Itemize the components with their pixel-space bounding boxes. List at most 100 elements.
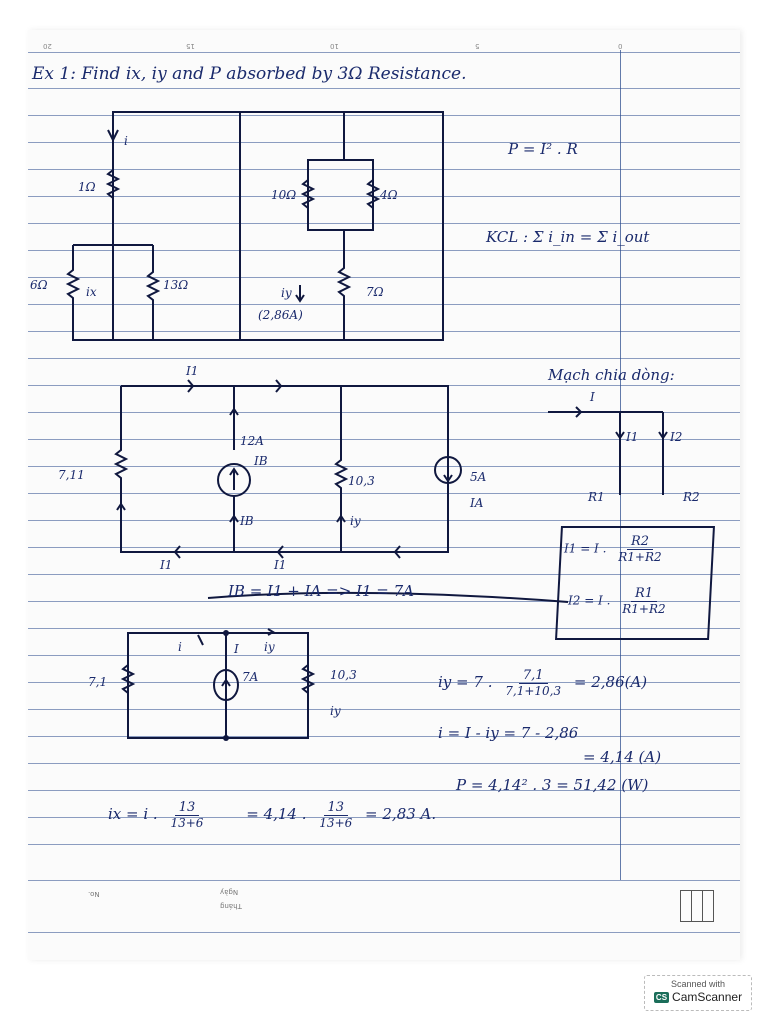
fraction-num: 7,1 (518, 668, 548, 684)
fraction-den: R1+R2 (622, 602, 666, 616)
page-footer: No. Ngày Tháng (28, 880, 740, 932)
solution-ix-mid: = 4,14 . (246, 805, 307, 823)
label-R1: R1 (588, 490, 605, 504)
label-10-3-c3: 10,3 (330, 668, 357, 682)
fraction: R2 R1+R2 (614, 534, 665, 564)
watermark-line1: Scanned with (670, 979, 726, 989)
camscanner-logo-icon: CS (653, 991, 670, 1003)
fraction-num: 13 (174, 800, 200, 816)
ruled-line (28, 817, 740, 818)
label-7ohm: 7Ω (366, 285, 384, 299)
fraction-num: 13 (323, 800, 349, 816)
ruled-line (28, 709, 740, 710)
watermark-brand: CamScanner (672, 990, 743, 1004)
ruled-line (28, 439, 740, 440)
exercise-title: Ex 1: Find ix, iy and P absorbed by 3Ω R… (32, 64, 467, 84)
label-6ohm: 6Ω (30, 278, 48, 292)
watermark-line2: CS CamScanner (645, 990, 751, 1004)
ruled-line (28, 628, 740, 629)
label-7A: 7A (242, 670, 259, 684)
label-13ohm: 13Ω (163, 278, 189, 292)
ruled-line (28, 115, 740, 116)
ruled-line (28, 736, 740, 737)
label-4ohm: 4Ω (380, 188, 398, 202)
ruled-line (28, 358, 740, 359)
solution-iy: iy = 7 . 7,1 7,1+10,3 = 2,86(A) (438, 668, 647, 698)
kcl-equation: IB = I1 + IA => I1 = 7A (228, 582, 415, 600)
formula-I2-lhs: I2 = I . (568, 593, 611, 608)
ruled-line (28, 574, 740, 575)
fraction-den: 7,1+10,3 (505, 684, 562, 698)
ruled-line (28, 142, 740, 143)
fraction-num: R1 (630, 586, 657, 602)
fraction-den: R1+R2 (618, 550, 662, 564)
label-IB: IB (240, 514, 254, 528)
label-I: I (590, 390, 595, 404)
ruled-line (28, 304, 740, 305)
ruled-line (28, 196, 740, 197)
ruled-line (28, 250, 740, 251)
ruled-line (28, 331, 740, 332)
ruled-line (28, 655, 740, 656)
label-IA: IA (470, 496, 484, 510)
formula-I1: I1 = I . R2 R1+R2 (564, 534, 670, 564)
solution-power: P = 4,14² . 3 = 51,42 (W) (456, 776, 649, 794)
footer-date: Ngày (220, 888, 239, 896)
formula-I2: I2 = I . R1 R1+R2 (568, 586, 674, 616)
label-10-3: 10,3 (348, 474, 375, 488)
fraction-den: 13+6 (319, 816, 353, 830)
label-iy-c3: iy (330, 704, 341, 718)
current-divider-heading: Mạch chia dòng: (548, 366, 675, 384)
camscanner-watermark: Scanned with CS CamScanner (644, 975, 752, 1011)
label-I1-top: I1 (186, 364, 199, 378)
ruled-line (28, 601, 740, 602)
label-iy-value: (2,86A) (258, 308, 303, 322)
ruled-line (28, 466, 740, 467)
fraction: 13 13+6 (315, 800, 356, 830)
notebook-page: 20 15 10 5 0 Ex 1: Find ix, iy and P abs… (28, 30, 740, 960)
label-I1-bottom-left: I1 (160, 558, 173, 572)
label-I1-div: I1 (626, 430, 639, 444)
solution-ix-result: = 2,83 A. (365, 805, 437, 823)
ruled-line (28, 52, 740, 53)
label-iy-c2: iy (350, 514, 361, 528)
solution-ix-lhs: ix = i . (108, 805, 158, 823)
label-r-7-11: 7,11 (58, 468, 85, 482)
label-5A: 5A (470, 470, 487, 484)
label-IB-source: IB (254, 454, 268, 468)
ruled-line (28, 277, 740, 278)
fraction: R1 R1+R2 (618, 586, 669, 616)
label-I-c3: I (234, 642, 239, 656)
footer-no: No. (88, 890, 100, 898)
ruled-line (28, 880, 740, 881)
fraction-num: R2 (626, 534, 653, 550)
label-R2: R2 (683, 490, 700, 504)
ruled-line (28, 520, 740, 521)
label-iy-top-c3: iy (264, 640, 275, 654)
label-i-c3: i (178, 640, 182, 654)
label-7-1: 7,1 (88, 675, 108, 689)
ruled-line (28, 412, 740, 413)
label-ix: ix (86, 285, 97, 299)
ruled-line (28, 88, 740, 89)
notebook-grid-icon (680, 890, 714, 922)
fraction-den: 13+6 (170, 816, 204, 830)
circuit-1-diagram (65, 111, 668, 741)
fraction: 7,1 7,1+10,3 (501, 668, 565, 698)
label-iy: iy (281, 286, 292, 300)
solution-ix: ix = i . 13 13+6 = 4,14 . 13 13+6 = 2,83… (108, 800, 436, 830)
formula-I1-lhs: I1 = I . (564, 541, 607, 556)
label-1ohm: 1Ω (78, 180, 96, 194)
solution-i-line1: i = I - iy = 7 - 2,86 (438, 724, 579, 742)
footer-month: Tháng (220, 902, 242, 910)
solution-iy-result: = 2,86(A) (573, 673, 648, 691)
ruled-line (28, 223, 740, 224)
fraction: 13 13+6 (166, 800, 207, 830)
power-formula: P = I² . R (508, 140, 578, 158)
ruled-line (28, 763, 740, 764)
ruled-line (28, 547, 740, 548)
label-12A: 12A (240, 434, 264, 448)
ruled-line (28, 932, 740, 933)
ruled-line (28, 790, 740, 791)
kcl-formula: KCL : Σ i_in = Σ i_out (486, 228, 650, 246)
